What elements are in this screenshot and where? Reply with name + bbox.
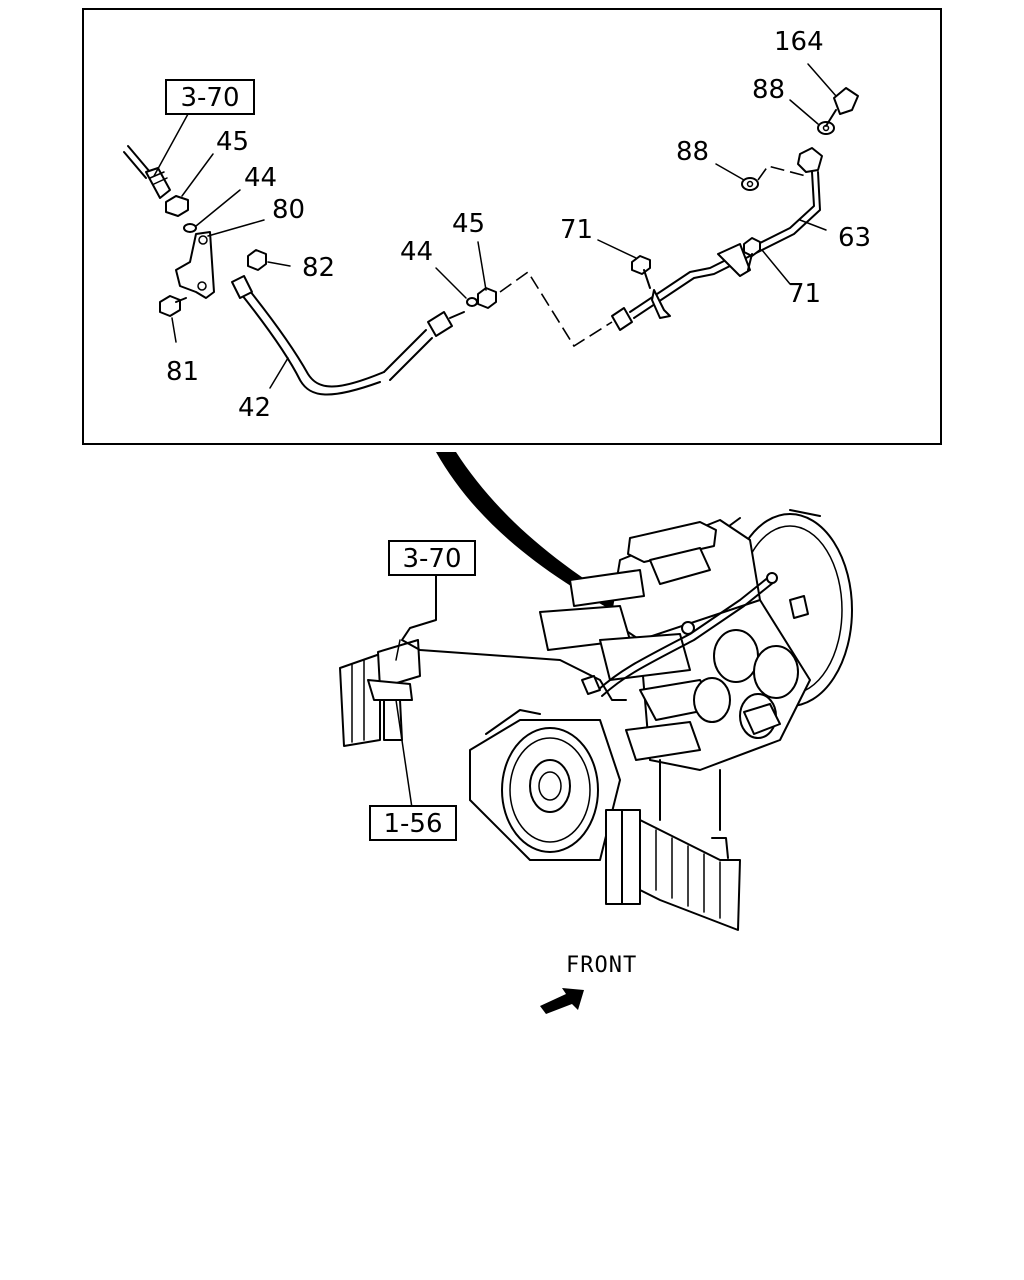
front-indicator: FRONT xyxy=(540,953,637,1014)
front-arrow-icon xyxy=(540,988,584,1014)
label-88-upper: 88 xyxy=(752,75,785,105)
label-71-left: 71 xyxy=(560,215,593,245)
ref-box-3-70-engine xyxy=(388,540,476,576)
pipe-63 xyxy=(611,171,821,331)
bolt-71-right xyxy=(743,237,761,257)
ref-label-1-56: 1-56 xyxy=(383,809,442,839)
leader-lines xyxy=(153,63,837,389)
cable-end-3-70 xyxy=(123,145,171,199)
nut-45-left xyxy=(165,195,189,217)
nut-82 xyxy=(247,249,267,271)
bolt-81 xyxy=(159,295,181,317)
cable-42 xyxy=(231,275,465,396)
dashed-connector-mid xyxy=(499,270,613,348)
engine-view: 3-70 1-56 xyxy=(339,509,853,931)
label-42: 42 xyxy=(238,393,271,423)
washer-88-lower xyxy=(741,177,759,191)
ref-box-3-70-detail xyxy=(165,79,255,115)
label-44-mid: 44 xyxy=(400,237,433,267)
front-label: FRONT xyxy=(566,953,637,978)
radiator xyxy=(639,819,741,931)
label-80: 80 xyxy=(272,195,305,225)
washer-88-upper xyxy=(817,121,835,135)
detail-callout-swoosh xyxy=(436,452,690,646)
label-63: 63 xyxy=(838,223,871,253)
bracket-80 xyxy=(175,231,215,299)
label-44-left: 44 xyxy=(244,163,277,193)
detail-view: 3-70 45 44 80 82 81 42 44 45 71 71 63 88… xyxy=(82,8,942,445)
label-71-right: 71 xyxy=(788,279,821,309)
ref-label-3-70-engine: 3-70 xyxy=(402,544,461,574)
dashed-connector-top xyxy=(757,165,807,181)
ref-label-3-70-detail: 3-70 xyxy=(180,83,239,113)
label-45-mid: 45 xyxy=(452,209,485,239)
washer-44-left xyxy=(183,223,197,233)
label-45-left: 45 xyxy=(216,127,249,157)
detail-frame xyxy=(82,8,942,445)
label-81: 81 xyxy=(166,357,199,387)
ref-box-1-56 xyxy=(369,805,457,841)
label-82: 82 xyxy=(302,253,335,283)
label-88-lower: 88 xyxy=(676,137,709,167)
label-164: 164 xyxy=(774,27,824,57)
bolt-164 xyxy=(833,87,859,115)
nut-45-mid xyxy=(477,287,497,309)
washer-44-mid xyxy=(466,297,478,307)
bolt-71-left xyxy=(631,255,651,275)
